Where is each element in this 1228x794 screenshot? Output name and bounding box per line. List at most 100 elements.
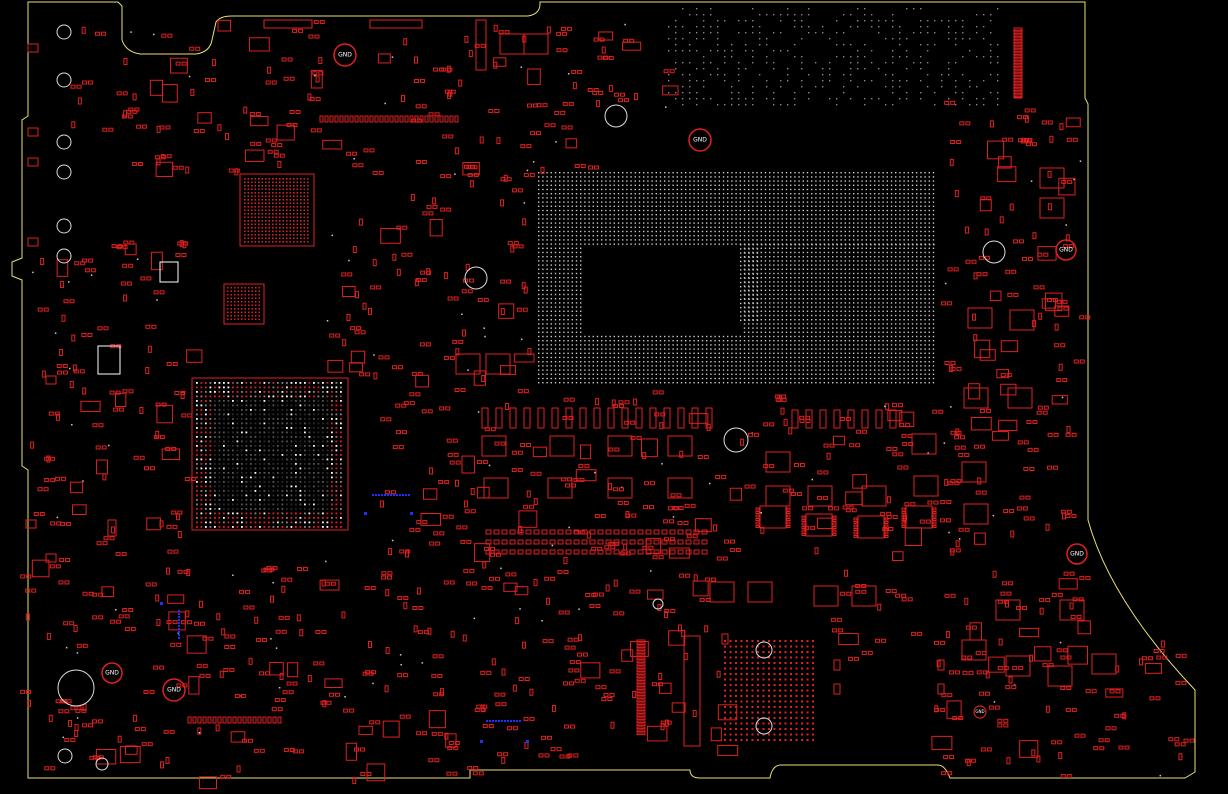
via [550, 356, 552, 359]
via [613, 197, 615, 199]
via [790, 244, 792, 246]
via [764, 247, 767, 249]
via [295, 472, 297, 474]
via [764, 256, 767, 258]
via [794, 209, 796, 212]
via [886, 369, 888, 371]
via [236, 526, 239, 528]
via [740, 248, 742, 250]
via [588, 188, 590, 191]
via [281, 440, 284, 443]
via [286, 526, 288, 528]
via [676, 335, 678, 338]
via [811, 289, 813, 291]
via [832, 260, 834, 262]
via [769, 201, 771, 203]
via [920, 356, 922, 359]
via [844, 180, 846, 182]
via [781, 293, 783, 296]
via [832, 356, 834, 359]
via [827, 323, 830, 325]
via [676, 382, 678, 384]
via [232, 445, 234, 447]
via [794, 205, 796, 207]
via [655, 184, 657, 186]
via [250, 494, 252, 497]
via [659, 172, 662, 174]
via [907, 293, 909, 296]
via [907, 214, 909, 216]
via [899, 188, 901, 191]
via [836, 365, 838, 367]
via [848, 369, 851, 371]
via [634, 377, 636, 380]
via [832, 244, 834, 246]
via [760, 172, 762, 174]
via [878, 214, 880, 216]
via [538, 331, 540, 333]
via [601, 356, 603, 359]
via [882, 277, 884, 279]
via [819, 193, 821, 195]
via [668, 222, 670, 224]
via [832, 184, 834, 186]
via [218, 427, 221, 429]
via [272, 494, 275, 497]
via [815, 361, 817, 363]
via [664, 201, 666, 203]
via [701, 335, 704, 338]
via [259, 409, 261, 411]
via [878, 188, 880, 191]
via [554, 218, 557, 220]
via [209, 386, 212, 389]
via [638, 369, 641, 371]
via [550, 193, 552, 195]
via [832, 256, 834, 258]
via [295, 431, 297, 434]
via [295, 391, 297, 393]
via [689, 205, 691, 207]
via [651, 361, 653, 363]
via [214, 422, 216, 425]
via [571, 197, 573, 199]
via [218, 404, 221, 407]
via [832, 369, 834, 371]
via [689, 239, 691, 241]
via [890, 352, 893, 354]
via [554, 369, 557, 371]
via [200, 521, 203, 524]
via [899, 331, 901, 333]
via [815, 281, 817, 283]
via [743, 214, 746, 216]
via [748, 235, 750, 237]
via [815, 285, 817, 287]
via [853, 344, 855, 346]
via [304, 458, 306, 461]
via [840, 327, 842, 329]
via [773, 193, 775, 195]
via [727, 180, 729, 182]
via [890, 285, 893, 287]
via [832, 302, 834, 304]
via [697, 184, 699, 186]
via [803, 244, 805, 246]
via [651, 352, 653, 354]
via [827, 310, 830, 312]
via [630, 369, 632, 371]
via [718, 243, 720, 245]
via [714, 180, 716, 182]
via [932, 348, 935, 350]
via [245, 472, 248, 474]
via [743, 193, 746, 195]
via [836, 256, 838, 258]
via [697, 205, 699, 207]
via [223, 481, 225, 483]
via [550, 289, 552, 291]
via [773, 382, 775, 384]
via [911, 293, 914, 296]
via [916, 319, 918, 321]
via [254, 427, 257, 429]
via [836, 373, 838, 375]
via [605, 377, 607, 380]
